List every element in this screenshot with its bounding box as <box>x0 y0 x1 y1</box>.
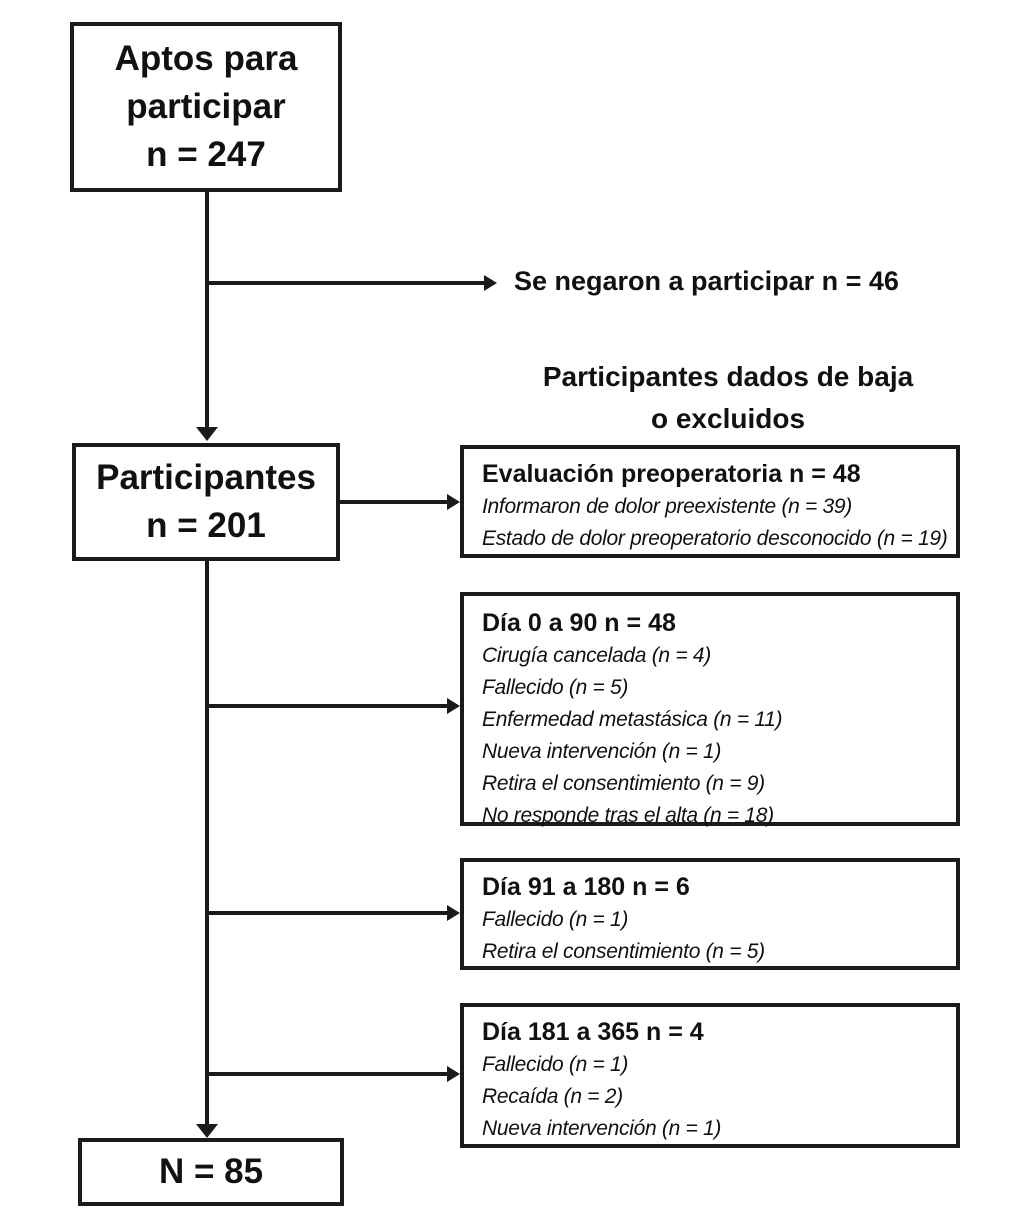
exclusion-box-day0-90-title: Día 0 a 90 n = 48 <box>482 609 676 637</box>
connector-to-preop-exclusions <box>340 500 447 504</box>
connector-to-day91-180 <box>207 911 447 915</box>
withdrawn-header-line1: Participantes dados de baja <box>542 361 914 392</box>
arrowhead-day91-180 <box>447 905 460 921</box>
exclusion-box-preoperative: Evaluación preoperatoria n = 48 Informar… <box>460 445 960 558</box>
participants-box-line1: Participantes <box>96 458 316 497</box>
exclusion-item: Retira el consentimiento (n = 9) <box>482 772 765 795</box>
exclusion-item: Cirugía cancelada (n = 4) <box>482 644 711 667</box>
arrowhead-refused <box>484 275 497 291</box>
exclusion-box-day0-90: Día 0 a 90 n = 48 Cirugía cancelada (n =… <box>460 592 960 827</box>
participants-box-count: n = 201 <box>146 506 266 545</box>
withdrawn-header: Participantes dados de baja o excluidos <box>468 356 988 440</box>
exclusion-item: Enfermedad metastásica (n = 11) <box>482 708 783 731</box>
exclusion-item: No responde tras el alta (n = 18) <box>482 804 774 827</box>
exclusion-item: Nueva intervención (n = 1) <box>482 1117 722 1140</box>
arrowhead-preop-exclusions <box>447 494 460 510</box>
eligible-box-count: n = 247 <box>146 135 266 174</box>
connector-to-day181-365 <box>207 1072 447 1076</box>
final-box-count: N = 85 <box>158 1152 264 1191</box>
eligible-box-line2: participar <box>126 87 286 126</box>
connector-eligible-to-participants <box>205 192 209 427</box>
exclusion-item: Fallecido (n = 1) <box>482 1053 629 1076</box>
exclusion-item: Nueva intervención (n = 1) <box>482 740 722 763</box>
connector-participants-to-final <box>205 561 209 1124</box>
exclusion-box-day91-180: Día 91 a 180 n = 6 Fallecido (n = 1) Ret… <box>460 858 960 970</box>
arrowhead-into-participants <box>196 427 218 441</box>
participants-box: Participantes n = 201 <box>72 443 340 561</box>
eligible-box: Aptos para participar n = 247 <box>70 22 342 192</box>
exclusion-item: Fallecido (n = 1) <box>482 908 629 931</box>
arrowhead-day0-90 <box>447 698 460 714</box>
refused-label: Se negaron a participar n = 46 <box>514 266 899 296</box>
exclusion-item: Estado de dolor preoperatorio desconocid… <box>482 527 948 550</box>
exclusion-box-day91-180-title: Día 91 a 180 n = 6 <box>482 873 690 901</box>
connector-to-day0-90 <box>207 704 447 708</box>
exclusion-item: Fallecido (n = 5) <box>482 676 629 699</box>
exclusion-box-day181-365: Día 181 a 365 n = 4 Fallecido (n = 1) Re… <box>460 1003 960 1148</box>
eligible-box-line1: Aptos para <box>114 39 298 78</box>
arrowhead-into-final <box>196 1124 218 1138</box>
final-box: N = 85 <box>78 1138 344 1206</box>
exclusion-box-day181-365-title: Día 181 a 365 n = 4 <box>482 1018 704 1046</box>
connector-to-refused <box>207 281 484 285</box>
exclusion-box-preoperative-title: Evaluación preoperatoria n = 48 <box>482 460 861 488</box>
exclusion-item: Recaída (n = 2) <box>482 1085 623 1108</box>
exclusion-item: Retira el consentimiento (n = 5) <box>482 940 765 963</box>
exclusion-item: Informaron de dolor preexistente (n = 39… <box>482 495 852 518</box>
withdrawn-header-line2: o excluidos <box>650 403 806 434</box>
arrowhead-day181-365 <box>447 1066 460 1082</box>
